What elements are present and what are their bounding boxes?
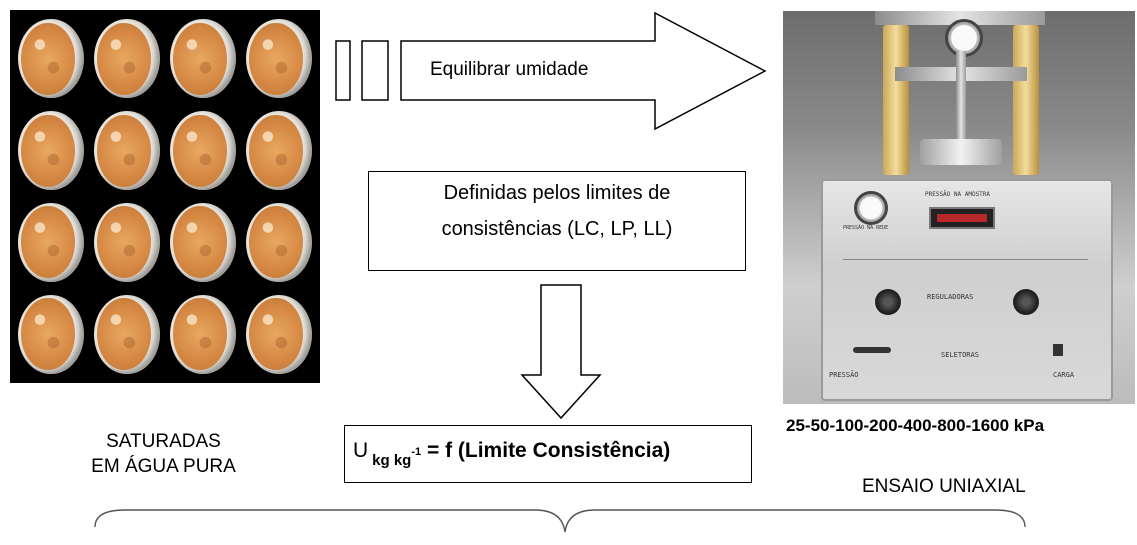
- pressure-gauge-icon: [854, 191, 888, 225]
- top-plate: [875, 11, 1045, 25]
- saturated-samples-photo: [10, 10, 320, 383]
- stripe-bar-1: [335, 40, 351, 101]
- left-caption-line-2: EM ÁGUA PURA: [91, 456, 236, 477]
- piston-rod: [956, 51, 966, 141]
- consistency-line-1: Definidas pelos limites de: [443, 182, 671, 204]
- label-pressao: PRESSÃO: [829, 371, 859, 379]
- left-post: [883, 25, 909, 175]
- sample-dish: [166, 289, 240, 379]
- panel-divider: [843, 259, 1088, 260]
- sample-dish: [90, 198, 164, 288]
- sample-dish: [166, 198, 240, 288]
- right-caption: ENSAIO UNIAXIAL: [862, 476, 1026, 497]
- formula-rhs: = f (Limite Consistência): [421, 439, 671, 462]
- digital-display: [929, 207, 995, 229]
- formula-superscript: -1: [411, 446, 422, 458]
- uniaxial-test-machine-photo: PRESSÃO NA REDE PRESSÃO NA AMOSTRA REGUL…: [783, 11, 1135, 404]
- sample-dish: [90, 106, 164, 196]
- label-seletoras: SELETORAS: [941, 351, 979, 359]
- left-caption-line-1: SATURADAS: [106, 431, 221, 452]
- pressure-steps: 25-50-100-200-400-800-1600 kPa: [786, 416, 1045, 435]
- label-pressao-na-amostra: PRESSÃO NA AMOSTRA: [925, 191, 991, 198]
- sample-dish: [166, 14, 240, 104]
- label-reguladoras: REGULADORAS: [927, 293, 974, 301]
- sample-dish: [14, 14, 88, 104]
- selector-switch-left: [853, 347, 891, 353]
- sample-cell: [920, 139, 1002, 165]
- arrow-label: Equilibrar umidade: [430, 59, 589, 80]
- sample-dish: [242, 14, 316, 104]
- consistency-limits-box: Definidas pelos limites de consistências…: [368, 171, 746, 271]
- formula-lhs: U: [353, 439, 369, 462]
- sample-dish: [242, 198, 316, 288]
- regulator-knob-left-icon: [875, 289, 901, 315]
- label-carga: CARGA: [1053, 371, 1075, 379]
- selector-switch-right: [1053, 344, 1063, 356]
- sample-dish: [14, 289, 88, 379]
- formula-subscript: kg kg: [372, 452, 412, 469]
- right-post: [1013, 25, 1039, 175]
- sample-dish: [242, 106, 316, 196]
- sample-dish: [14, 198, 88, 288]
- consistency-line-2: consistências (LC, LP, LL): [441, 218, 673, 240]
- sample-dish: [14, 106, 88, 196]
- sample-dish: [242, 289, 316, 379]
- sample-dish: [166, 106, 240, 196]
- label-pressao-na-rede: PRESSÃO NA REDE: [843, 225, 889, 231]
- stripe-bar-2: [361, 40, 389, 101]
- regulator-knob-right-icon: [1013, 289, 1039, 315]
- right-arrow: [400, 11, 767, 131]
- bottom-brace: [94, 509, 1026, 533]
- down-arrow: [520, 284, 602, 420]
- sample-dish: [90, 14, 164, 104]
- sample-dish: [90, 289, 164, 379]
